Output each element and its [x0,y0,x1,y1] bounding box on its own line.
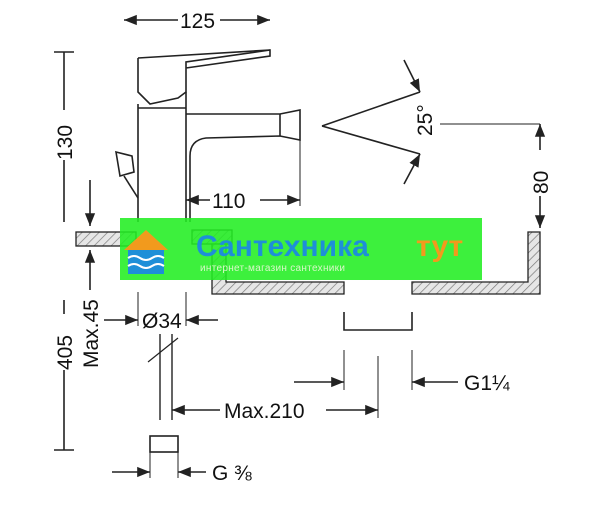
watermark-tagline: интернет-магазин сантехники [200,263,345,274]
dim-110: 110 [212,190,245,213]
dim-80: 80 [530,171,553,194]
watermark-brand-suffix: тут [416,230,463,263]
dim-125: 125 [180,10,215,33]
house-logo-icon [124,230,168,274]
watermark-brand-name: Сантехника [196,230,369,263]
watermark-banner: Сантехника тут интернет-магазин сантехни… [120,218,482,280]
dim-max-210: Max.210 [224,400,305,423]
dim-25-degree: 25° [414,104,437,136]
dim-130: 130 [54,125,77,160]
dim-max-45: Max.45 [80,299,103,368]
faucet-body [115,49,301,222]
dim-g-3-8: G ⅜ [212,462,252,485]
dim-405: 405 [54,335,77,370]
dim-diameter-34: Ø34 [142,310,182,333]
dim-g1-quarter: G1¼ [464,372,510,395]
